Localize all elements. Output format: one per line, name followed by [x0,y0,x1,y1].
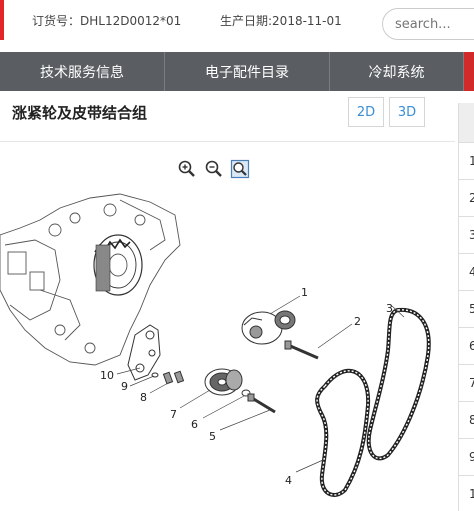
zoom-in-icon[interactable] [177,159,197,179]
search-input[interactable] [395,10,474,38]
page-title: 涨紧轮及皮带结合组 [12,104,148,122]
table-row[interactable]: 4 [459,254,474,291]
callout-4: 4 [285,474,292,487]
engine-housing [0,193,181,366]
belt-part-3 [366,307,431,461]
bolt-part-2 [284,340,319,360]
callout-8: 8 [140,391,147,404]
idler-pulley-part [204,368,243,396]
tab-accent[interactable] [464,52,474,91]
search-box[interactable] [382,8,474,40]
table-row[interactable]: 5 [459,291,474,328]
belt-part-4 [315,368,371,497]
production-date: 生产日期:2018-11-01 [220,14,342,28]
callout-5: 5 [209,430,216,443]
table-row[interactable]: 2 [459,180,474,217]
callout-10: 10 [100,369,114,382]
table-row[interactable]: 6 [459,328,474,365]
parts-table: 1 2 3 4 5 6 7 8 9 1 [458,103,474,511]
order-number: 订货号：DHL12D0012*01 [32,14,182,28]
divider [0,141,455,142]
brand-red-mark [0,0,4,40]
zoom-out-icon[interactable] [204,159,224,179]
callout-9: 9 [121,380,128,393]
callout-2: 2 [354,315,361,328]
view-2d-button[interactable]: 2D [348,97,384,127]
table-row[interactable]: 1 [459,143,474,180]
tab-parts-catalog[interactable]: 电子配件目录 [165,52,330,91]
main-nav: 技术服务信息 电子配件目录 冷却系统 [0,52,474,91]
callout-1: 1 [301,286,308,299]
table-row[interactable]: 9 [459,439,474,476]
bolt-part-5 [247,393,276,414]
exploded-parts-diagram: 1 2 3 4 5 6 7 8 9 10 [0,193,431,497]
callout-7: 7 [170,408,177,421]
tab-tech-service[interactable]: 技术服务信息 [0,52,165,91]
small-bolt-parts [151,370,185,385]
bracket-part [127,324,161,381]
table-row[interactable]: 1 [459,476,474,511]
callout-6: 6 [191,418,198,431]
table-row[interactable]: 7 [459,365,474,402]
zoom-fit-icon[interactable] [230,159,250,179]
table-row[interactable]: 3 [459,217,474,254]
view-3d-button[interactable]: 3D [389,97,425,127]
tab-cooling-system[interactable]: 冷却系统 [330,52,464,91]
callout-3: 3 [386,302,393,315]
tensioner-part [241,310,296,345]
parts-table-header [459,103,474,143]
top-info-bar: 订货号：DHL12D0012*01 生产日期:2018-11-01 [0,0,474,46]
table-row[interactable]: 8 [459,402,474,439]
